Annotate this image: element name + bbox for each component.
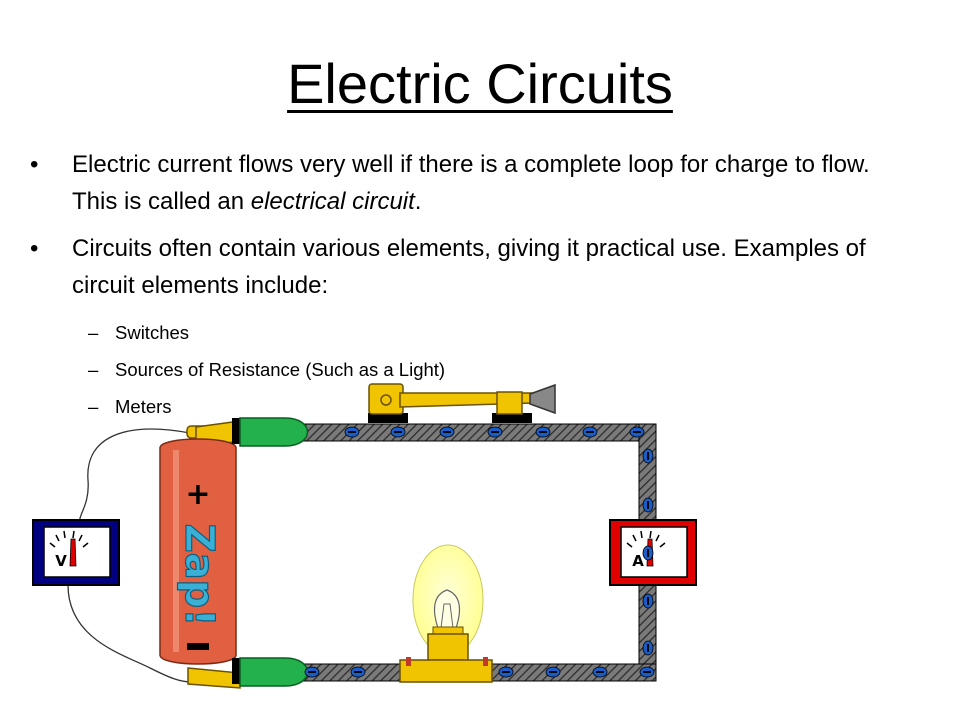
battery-brand-label: Zap! — [176, 524, 222, 627]
dash-icon: – — [88, 322, 99, 343]
light-bulb — [399, 544, 493, 683]
ammeter: A — [609, 519, 697, 586]
terminal-top — [232, 417, 309, 447]
switch-contact-block — [496, 391, 523, 415]
bullet-dot-icon: • — [30, 151, 39, 178]
battery-bottom-clip — [187, 667, 241, 689]
terminal-bottom — [232, 657, 309, 687]
wire-bottom-right — [489, 663, 657, 682]
sub-item-switches: Switches — [115, 322, 190, 343]
dash-icon: – — [88, 359, 99, 380]
switch-handle — [529, 383, 556, 415]
bulb-socket — [427, 633, 469, 661]
bullet-text-2: Circuits often contain various elements,… — [72, 235, 866, 299]
sub-item: –Sources of Resistance (Such as a Light) — [30, 351, 910, 388]
bullet-text-1a: Electric current flows very well if ther… — [72, 151, 870, 215]
battery: + Zap! — [159, 420, 243, 689]
sub-item: –Meters — [30, 388, 910, 425]
bullet-item: • Electric current flows very well if th… — [30, 146, 910, 220]
voltmeter-needle-icon — [69, 538, 77, 567]
bullet-text-1c: . — [414, 188, 422, 215]
bullet-dot-icon: • — [30, 235, 39, 262]
switch-base-right — [492, 413, 532, 423]
voltmeter-scale-icon — [49, 530, 89, 548]
voltmeter-lead-bottom — [67, 584, 193, 683]
bulb-screw-right — [483, 657, 488, 666]
bulb-filament — [440, 603, 454, 629]
switch-pivot-icon — [380, 394, 392, 406]
knife-switch — [368, 383, 556, 423]
bulb-glass — [433, 589, 461, 629]
bulb-screw-left — [406, 657, 411, 666]
battery-plus-label: + — [185, 477, 210, 512]
voltmeter: V — [32, 519, 120, 586]
slide-title: Electric Circuits — [287, 52, 673, 115]
ammeter-scale-icon — [626, 530, 666, 548]
bullet-list: • Electric current flows very well if th… — [30, 146, 910, 425]
sub-item-meters: Meters — [115, 396, 172, 417]
battery-minus-label — [187, 643, 209, 650]
bullet-emphasis: electrical circuit — [250, 188, 415, 215]
voltmeter-lead-top — [79, 428, 191, 523]
electron-group — [304, 426, 655, 678]
switch-pivot-block — [368, 383, 404, 415]
sub-item: –Switches — [30, 314, 910, 351]
bulb-base — [399, 659, 493, 683]
ammeter-letter: A — [632, 552, 644, 570]
dash-icon: – — [88, 396, 99, 417]
switch-base-left — [368, 413, 408, 423]
bullet-item: • Circuits often contain various element… — [30, 230, 910, 304]
sub-item-resistance: Sources of Resistance (Such as a Light) — [115, 359, 446, 380]
voltmeter-letter: V — [55, 552, 67, 570]
